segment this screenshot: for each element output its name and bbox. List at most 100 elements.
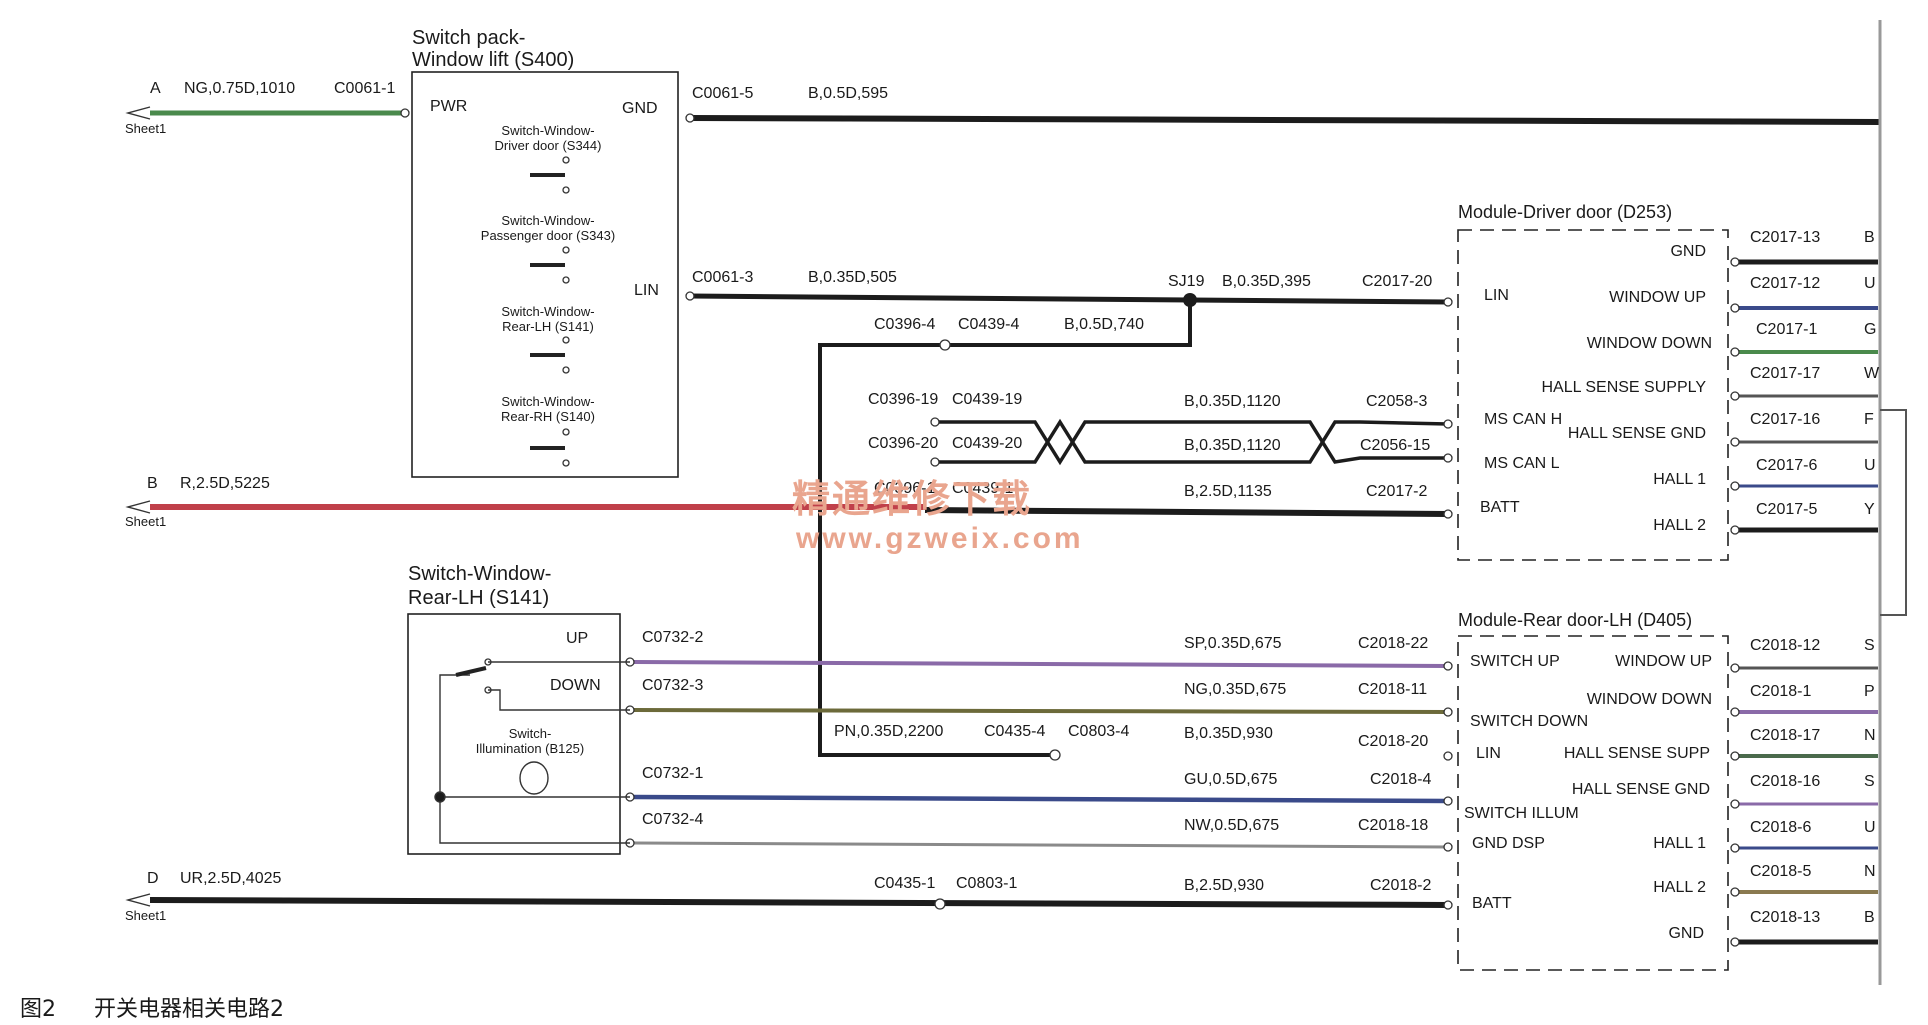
caption-fig: 图2 <box>20 997 56 1022</box>
module-rear-title: Module-Rear door-LH (D405) <box>1458 610 1692 630</box>
rc-r-code: S <box>1864 773 1875 790</box>
conn-c2018-18: C2018-18 <box>1358 817 1428 834</box>
rc-r-code: B <box>1864 909 1875 926</box>
caption-text: 开关电器相关电路2 <box>94 997 284 1022</box>
wire-1135-label: B,2.5D,1135 <box>1184 483 1272 500</box>
conn-c0803-4: C0803-4 <box>1068 723 1129 740</box>
wire-a-label: NG,0.75D,1010 <box>184 80 295 97</box>
conn-c0732-1: C0732-1 <box>642 765 703 782</box>
wire-d-battery <box>149 897 1449 908</box>
watermark-cn: 精通维修下载 <box>792 477 1032 521</box>
conn-c0439-19: C0439-19 <box>952 391 1022 408</box>
wires <box>149 110 1881 945</box>
wire-gnd-dsp <box>629 841 1449 849</box>
sheet-a-label: Sheet1 <box>125 121 166 136</box>
mr-batt: BATT <box>1472 895 1512 912</box>
rc-r-conn: C2018-12 <box>1750 637 1820 654</box>
sheet-b-letter: B <box>147 475 158 492</box>
sw-rearrh-1: Switch-Window- <box>501 394 594 409</box>
rc-d-conn: C2017-16 <box>1750 411 1820 428</box>
mr-switch-illum: SWITCH ILLUM <box>1464 805 1579 822</box>
conn-c2058-3: C2058-3 <box>1366 393 1427 410</box>
wire-switch-down <box>629 708 1449 714</box>
md-ms-can-h: MS CAN H <box>1484 411 1562 428</box>
mr-hall2: HALL 2 <box>1653 879 1706 896</box>
rc-d-conn: C2017-12 <box>1750 275 1820 292</box>
mr-hall-sense-gnd: HALL SENSE GND <box>1572 781 1710 798</box>
conn-c0396-1: C0396-1 <box>874 480 935 497</box>
conn-c0061-5: C0061-5 <box>692 85 753 102</box>
mr-window-up: WINDOW UP <box>1615 653 1712 670</box>
wire-switch-up <box>629 660 1449 668</box>
conn-c2018-2: C2018-2 <box>1370 877 1431 894</box>
rear-switch-internals <box>434 658 630 844</box>
wire-batt-1135 <box>924 507 1449 517</box>
mr-lin: LIN <box>1476 745 1501 762</box>
md-gnd: GND <box>1670 243 1706 260</box>
switch-pack-title-2: Window lift (S400) <box>412 49 574 71</box>
rear-switch-illum-1: Switch- <box>509 726 552 741</box>
rc-r-code: U <box>1864 819 1876 836</box>
conn-c0732-2: C0732-2 <box>642 629 703 646</box>
conn-c0061-3: C0061-3 <box>692 269 753 286</box>
conn-c0803-1: C0803-1 <box>956 875 1017 892</box>
mr-switch-down: SWITCH DOWN <box>1470 713 1588 730</box>
md-ms-can-l: MS CAN L <box>1484 455 1560 472</box>
conn-c0732-4: C0732-4 <box>642 811 703 828</box>
md-batt: BATT <box>1480 499 1520 516</box>
conn-c2018-20: C2018-20 <box>1358 733 1428 750</box>
wire-740-label: B,0.5D,740 <box>1064 316 1144 333</box>
rear-switch-title-2: Rear-LH (S141) <box>408 587 549 609</box>
right-connectors-rear: C2018-12 S C2018-1 P C2018-17 N C2018-16… <box>1750 637 1876 926</box>
wire-lin-395 <box>1189 297 1449 305</box>
rear-switch-illum-2: Illumination (B125) <box>476 741 584 756</box>
rc-d-conn: C2017-17 <box>1750 365 1820 382</box>
rc-d-code: G <box>1864 321 1876 338</box>
mr-hall1: HALL 1 <box>1653 835 1706 852</box>
md-hall-sense-gnd: HALL SENSE GND <box>1568 425 1706 442</box>
wire-505-label: B,0.35D,505 <box>808 269 897 286</box>
rear-switch-title-1: Switch-Window- <box>408 563 551 585</box>
switch-pack-title-1: Switch pack- <box>412 27 525 49</box>
sw-driver-1: Switch-Window- <box>501 123 594 138</box>
md-hall2: HALL 2 <box>1653 517 1706 534</box>
conn-c0396-4: C0396-4 <box>874 316 935 333</box>
wire-can-l <box>935 418 1449 464</box>
conn-c0439-4: C0439-4 <box>958 316 1019 333</box>
rc-r-code: N <box>1864 727 1876 744</box>
page-edge-bracket <box>1880 409 1907 616</box>
conn-c0439-20: C0439-20 <box>952 435 1022 452</box>
sw-pass-2: Passenger door (S343) <box>481 228 615 243</box>
rc-d-code: Y <box>1864 501 1875 518</box>
module-rear-box <box>1457 635 1729 971</box>
conn-c0439-1: C0439-1 <box>952 480 1013 497</box>
rear-switch-up: UP <box>566 630 588 647</box>
sheet-arrows <box>125 106 151 907</box>
wire-930b-label: B,2.5D,930 <box>1184 877 1264 894</box>
wire-can-h <box>935 420 1448 466</box>
rc-r-conn: C2018-6 <box>1750 819 1811 836</box>
sheet-d-letter: D <box>147 870 159 887</box>
conn-c0396-19: C0396-19 <box>868 391 938 408</box>
watermark-url: www.gzweix.com <box>795 522 1084 555</box>
rc-d-code: U <box>1864 275 1876 292</box>
wire-930a-label: B,0.35D,930 <box>1184 725 1273 742</box>
rc-r-code: P <box>1864 683 1875 700</box>
wire-d-label: UR,2.5D,4025 <box>180 870 281 887</box>
rc-d-code: B <box>1864 229 1875 246</box>
sheet-d-label: Sheet1 <box>125 908 166 923</box>
rc-r-conn: C2018-17 <box>1750 727 1820 744</box>
sw-pass-1: Switch-Window- <box>501 213 594 228</box>
rc-d-conn: C2017-13 <box>1750 229 1820 246</box>
rc-r-code: S <box>1864 637 1875 654</box>
conn-c2017-2: C2017-2 <box>1366 483 1427 500</box>
rc-d-code: U <box>1864 457 1876 474</box>
wire-b-label: R,2.5D,5225 <box>180 475 270 492</box>
splice-label: SJ19 <box>1168 273 1205 290</box>
conn-c0396-20: C0396-20 <box>868 435 938 452</box>
rc-d-conn: C2017-5 <box>1756 501 1817 518</box>
switch-pack-lin: LIN <box>634 282 659 299</box>
conn-c2018-11: C2018-11 <box>1358 681 1427 698</box>
mr-window-down: WINDOW DOWN <box>1587 691 1712 708</box>
